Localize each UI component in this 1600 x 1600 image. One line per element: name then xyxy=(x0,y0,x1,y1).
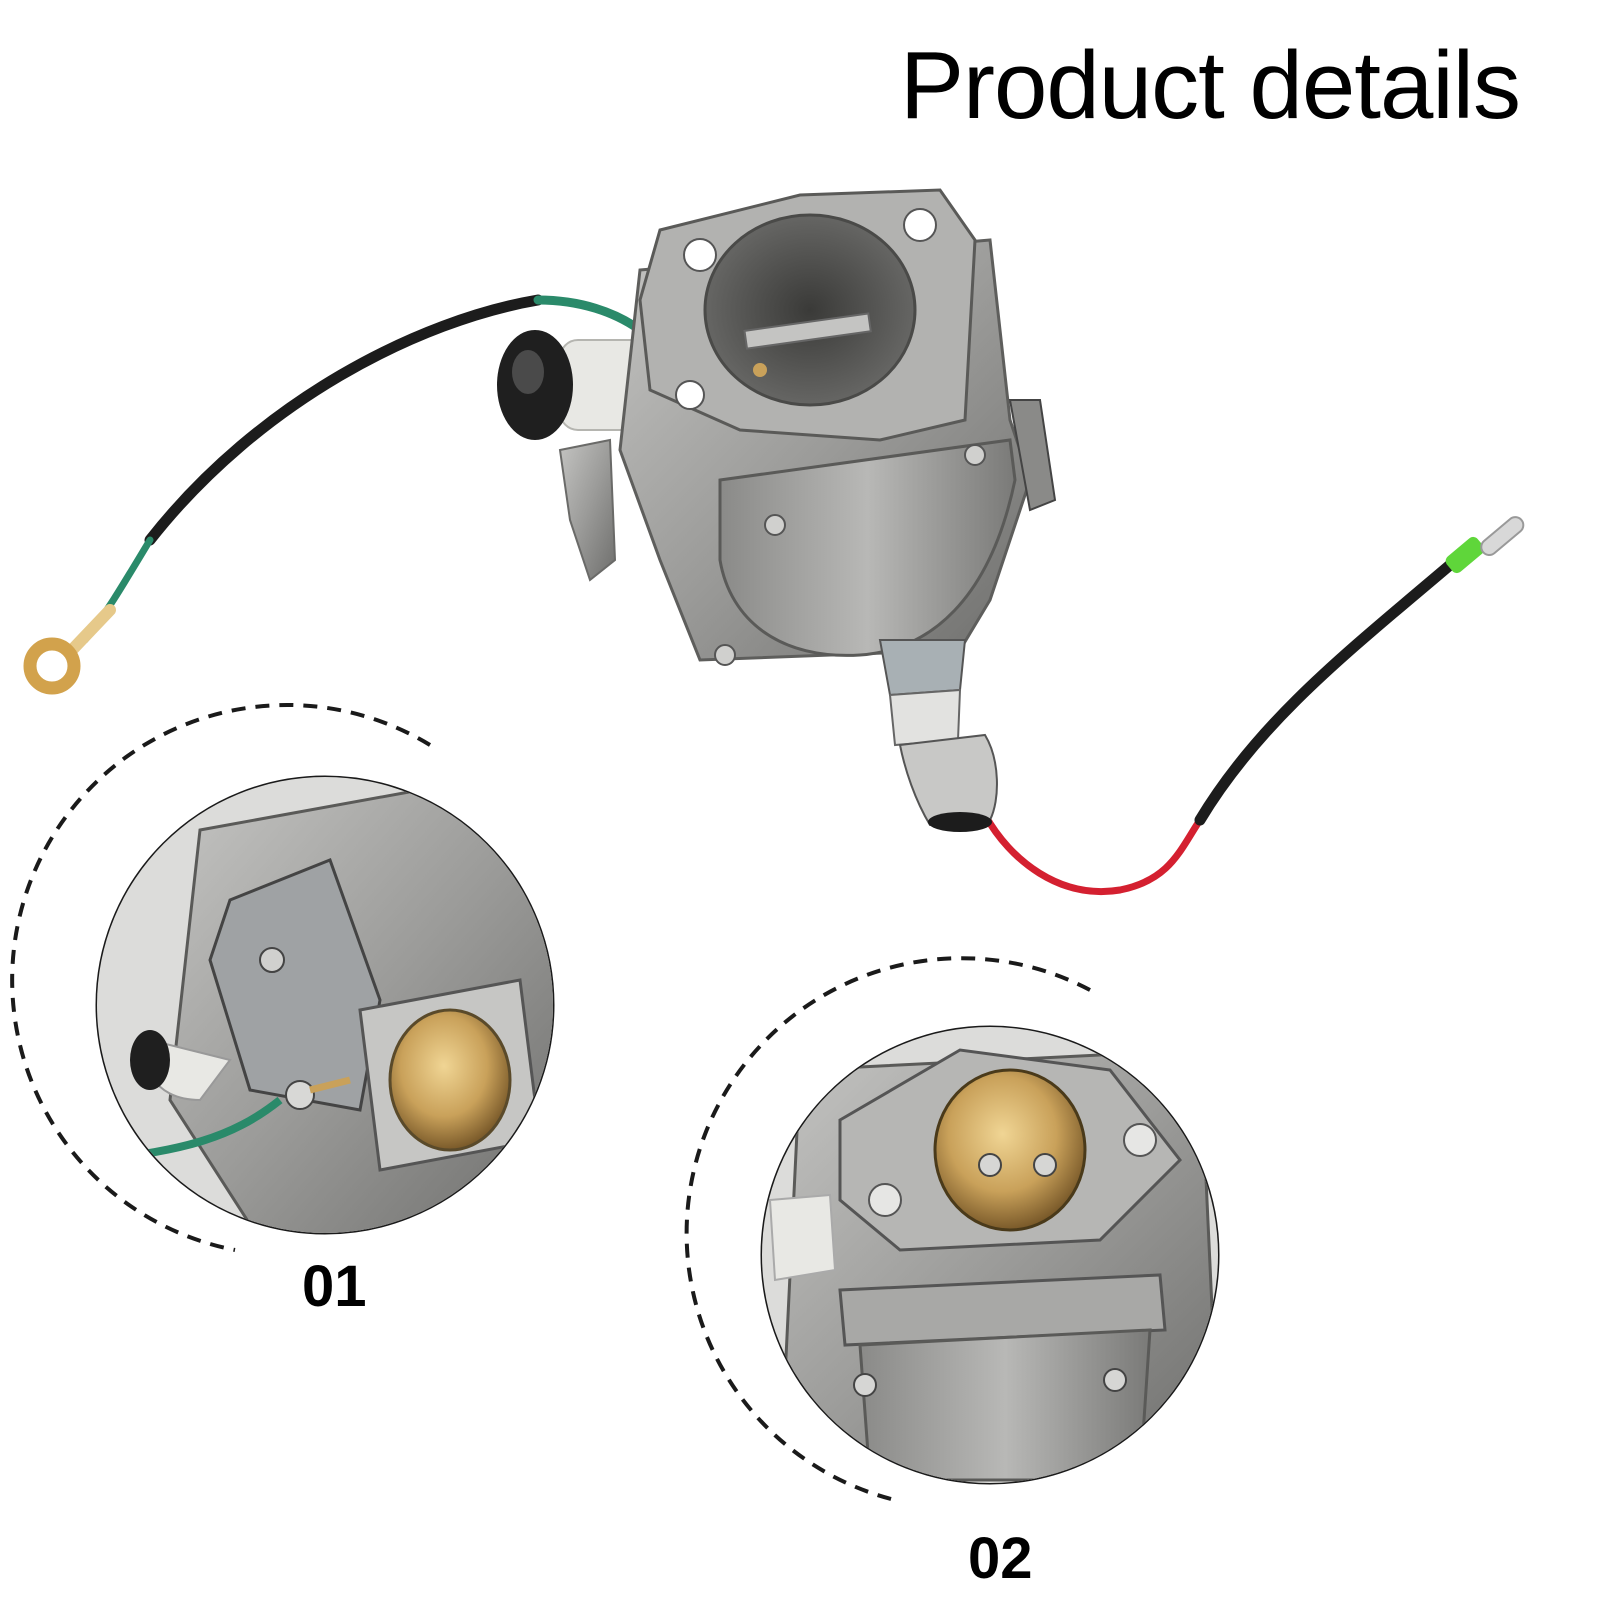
detail-01 xyxy=(10,702,555,1252)
flange-hole-left xyxy=(683,238,717,272)
fuel-inlet xyxy=(1008,399,1057,512)
bowl-screw-left xyxy=(764,514,786,536)
solenoid-wire-red xyxy=(981,811,1204,895)
bowl-screw-right xyxy=(964,444,986,466)
detail-02 xyxy=(684,956,1220,1502)
ring-terminal-crimp xyxy=(66,604,116,656)
page-title: Product details xyxy=(899,32,1521,139)
detail-02-brass-bore xyxy=(933,1068,1087,1232)
throat-bore xyxy=(703,213,917,407)
ring-terminal xyxy=(23,637,81,695)
bullet-connector-sleeve xyxy=(1445,536,1485,574)
ground-wire-green-sleeve xyxy=(533,295,645,335)
jet-screw xyxy=(753,363,767,377)
detail-01-photo xyxy=(97,777,553,1233)
detail-02-dashed-arc xyxy=(684,956,1091,1502)
carburetor-main xyxy=(23,188,1525,895)
detail-label-02: 02 xyxy=(968,1526,1033,1591)
ground-wire-black xyxy=(144,294,544,546)
fuel-bowl xyxy=(718,438,1017,657)
throttle-plate xyxy=(743,312,872,350)
detail-01-dashed-arc xyxy=(10,702,432,1252)
bullet-connector xyxy=(1480,516,1525,556)
solenoid-wire-black xyxy=(1194,559,1456,826)
detail-01-brass-bore xyxy=(388,1008,512,1152)
detail-label-01: 01 xyxy=(302,1254,367,1319)
detail-02-photo xyxy=(762,1027,1218,1483)
throttle-bracket xyxy=(558,438,617,582)
fuel-solenoid xyxy=(878,639,998,832)
flange-hole-bottom xyxy=(675,380,705,410)
flange-hole-right xyxy=(903,208,937,242)
body-screw xyxy=(714,644,736,666)
